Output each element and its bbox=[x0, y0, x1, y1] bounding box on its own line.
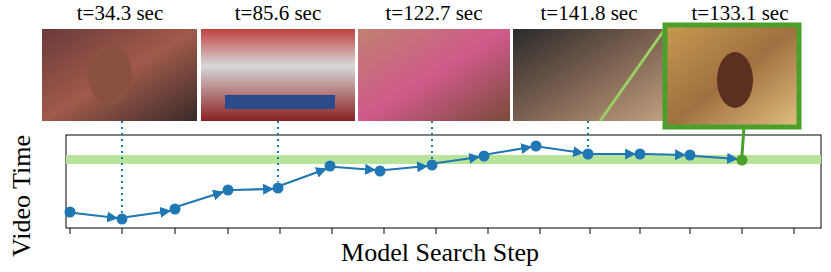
search-path bbox=[74, 147, 737, 218]
final-point bbox=[737, 155, 748, 166]
selected-frame bbox=[665, 25, 799, 127]
timestamp-label: t=141.8 sec bbox=[541, 3, 638, 24]
ticks bbox=[70, 228, 794, 234]
video-frame bbox=[88, 45, 132, 105]
leader-lines bbox=[122, 121, 588, 213]
video-frame bbox=[201, 29, 355, 121]
selection-line bbox=[742, 127, 744, 155]
video-frame bbox=[600, 29, 665, 121]
timestamp-label: t=85.6 sec bbox=[235, 3, 322, 24]
target-band bbox=[66, 155, 821, 164]
search-points bbox=[65, 141, 696, 225]
video-frame bbox=[717, 52, 753, 108]
axis-label: Video Time bbox=[9, 135, 35, 257]
video-frame bbox=[513, 29, 665, 121]
timestamp-label: t=122.7 sec bbox=[386, 3, 483, 24]
timestamp-label: t=34.3 sec bbox=[77, 3, 164, 24]
video-frame bbox=[225, 95, 335, 109]
axis-label: Model Search Step bbox=[341, 240, 539, 266]
video-frame bbox=[358, 29, 510, 121]
video-frame bbox=[42, 29, 197, 121]
plot-frame bbox=[66, 135, 821, 228]
timestamp-label: t=133.1 sec bbox=[692, 3, 789, 24]
